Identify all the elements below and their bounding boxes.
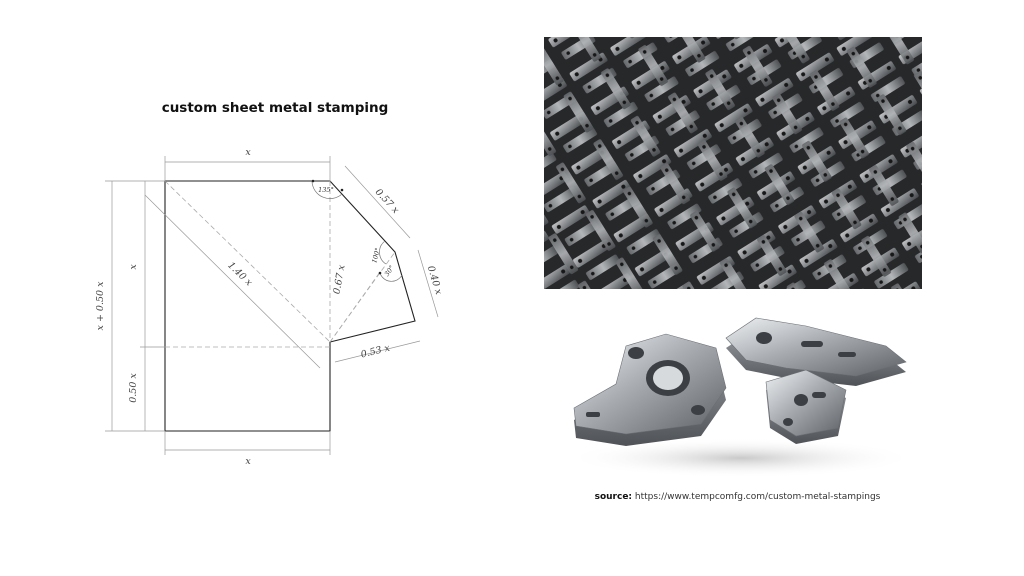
dim-lower-edge-label: 0.53 x: [360, 343, 392, 361]
construction-lines: [164, 180, 396, 348]
photo-stacked-plates: [556, 308, 922, 480]
dim-inner-label: 0.67 x: [332, 263, 348, 295]
vertex-dot: [378, 271, 382, 275]
plate-stack-small: [765, 369, 847, 444]
source-citation: source: https://www.tempcomfg.com/custom…: [560, 492, 915, 502]
source-label: source:: [594, 492, 633, 502]
dim-right-edge-label: 0.40 x: [425, 265, 444, 297]
angle-100-label: 100°: [370, 247, 382, 264]
dim-left-total-label: x + 0.50 x: [95, 281, 106, 331]
dim-left-lower-label: 0.50 x: [128, 373, 139, 403]
dim-diagonal-label: 1.40 x: [225, 260, 254, 289]
dim-bottom-label: x: [245, 456, 251, 467]
plate-stack-right: [725, 317, 907, 386]
stamped-parts-illustration: [544, 37, 922, 289]
slide-title: custom sheet metal stamping: [161, 100, 389, 116]
dim-top-label: x: [245, 147, 251, 158]
part-outline: [164, 180, 416, 432]
angle-30-label: 30°: [383, 264, 396, 278]
vertex-dot: [311, 179, 315, 183]
stacked-plates-illustration: [566, 317, 916, 478]
plate-stack-left: [573, 333, 727, 446]
dimension-lines: [105, 156, 439, 455]
photo-stamped-parts-pile: [544, 37, 922, 289]
angle-135-label: 135°: [318, 186, 334, 194]
source-url-link[interactable]: https://www.tempcomfg.com/custom-metal-s…: [634, 492, 881, 502]
vertex-dot: [340, 188, 344, 192]
dim-left-upper-label: x: [128, 264, 139, 270]
technical-drawing: x x x 0.50 x x + 0.50 x 1.40 x 0.57 x 0.…: [95, 147, 444, 467]
angle-arcs: [311, 180, 403, 282]
